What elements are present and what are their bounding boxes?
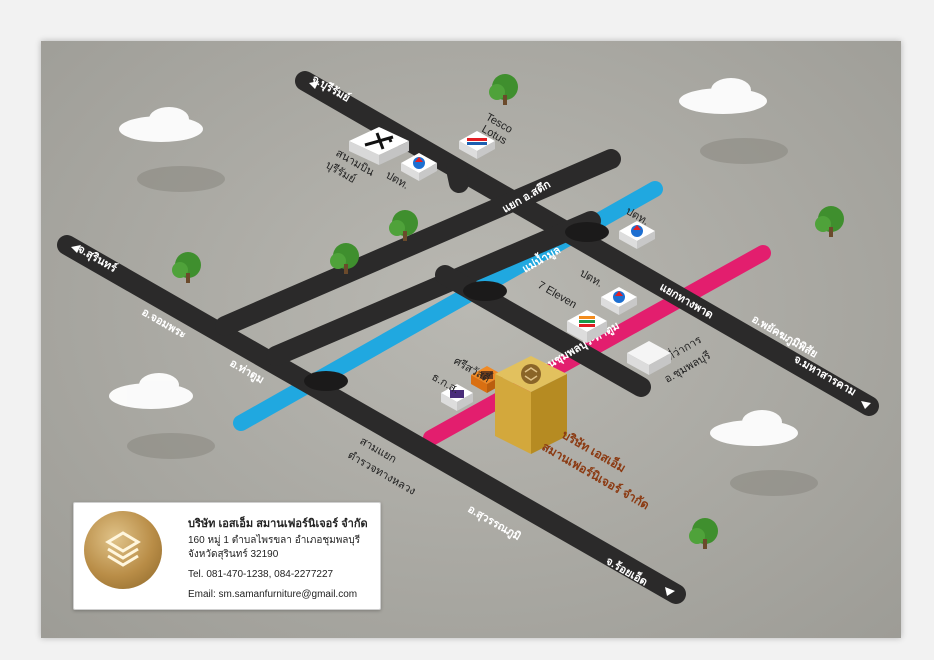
- road-mid-cross: [266, 211, 601, 366]
- cloud: [109, 78, 798, 446]
- bridge: [304, 222, 609, 391]
- address-line-2: จังหวัดสุรินทร์ 32190: [188, 549, 279, 560]
- seven-eleven-icon: [567, 310, 607, 343]
- company-building-icon: [495, 356, 567, 454]
- company-logo: [84, 511, 162, 589]
- contact-card: บริษัท เอสเอ็ม สมานเฟอร์นิเจอร์ จำกัด 16…: [73, 502, 381, 610]
- road-top-cross: [215, 149, 621, 336]
- road-buriram: [295, 71, 879, 416]
- road-surin: [57, 235, 686, 604]
- tree-icon: [172, 74, 844, 549]
- airport-icon: [349, 127, 409, 165]
- company-name: บริษัท เอสเอ็ม สมานเฟอร์นิเจอร์ จำกัด: [188, 518, 368, 530]
- label-ptt-3: ปตท.: [578, 267, 605, 290]
- phone-number: Tel. 081-470-1238, 084-2277227: [188, 569, 334, 580]
- arrow-icon: [71, 81, 871, 596]
- email-address[interactable]: Email: sm.samanfurniture@gmail.com: [188, 589, 358, 600]
- tesco-lotus-icon: [459, 131, 495, 159]
- label-seven-eleven: 7 Eleven: [536, 279, 579, 311]
- highway-chumphon-buri: [423, 245, 771, 446]
- map-canvas: จ.บุรีรัมย์ จ.สุรินทร์ อ.จอมพระ อ.ท่าตูม…: [57, 71, 879, 604]
- bank-icon: [441, 384, 473, 411]
- location-map: จ.บุรีรัมย์ จ.สุรินทร์ อ.จอมพระ อ.ท่าตูม…: [41, 41, 901, 638]
- logo-mark-icon: [105, 531, 141, 567]
- cloud-shadow: [127, 138, 818, 496]
- ptt-station-icon: [401, 153, 655, 315]
- district-office-icon: [627, 341, 671, 375]
- road-airport-link: [446, 159, 469, 193]
- address-line-1: 160 หมู่ 1 ตำบลไพรขลา อำเภอชุมพลบุรี: [188, 535, 361, 546]
